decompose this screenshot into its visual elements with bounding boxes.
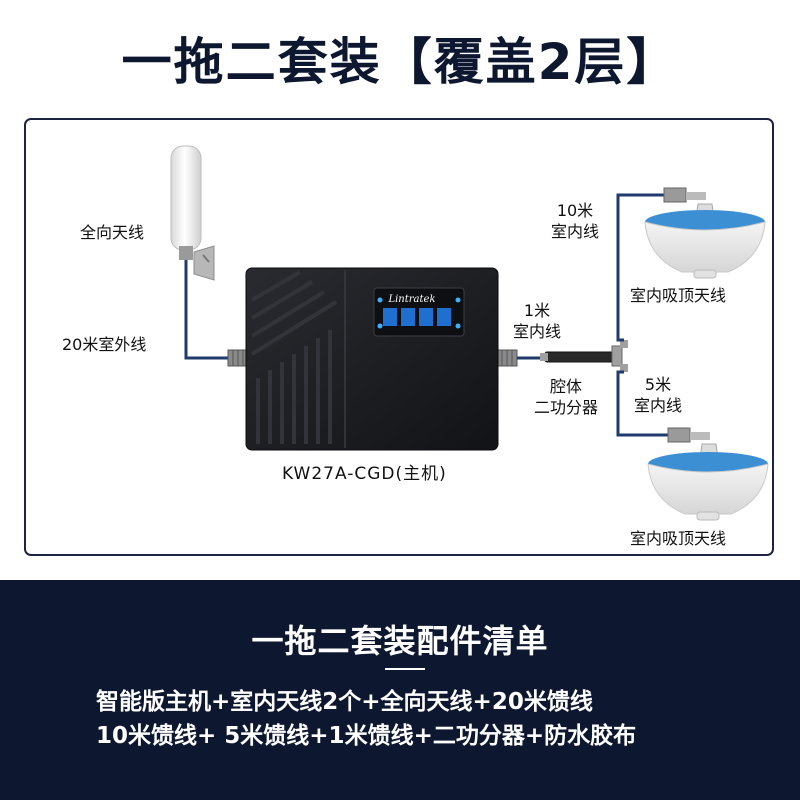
host-input-connector-icon (227, 349, 249, 367)
omni-antenna-icon (170, 145, 215, 281)
ceiling-antenna-top-icon (644, 187, 766, 279)
splitter-label: 腔体 二功分器 (533, 377, 598, 417)
short-cable-label: 1米 室内线 (512, 301, 561, 341)
omni-antenna-label: 全向天线 (80, 223, 145, 242)
ceiling-antenna-bottom-icon (647, 427, 769, 521)
page-title: 一拖二套装【覆盖2层】 (121, 33, 679, 91)
ceiling-antenna-bottom-label: 室内吸顶天线 (630, 529, 727, 548)
cable-5m (616, 370, 672, 437)
cable-10m-label: 10米 室内线 (550, 201, 599, 241)
host-brand-logo: Lintratek (387, 294, 435, 305)
host-unit-icon: Lintratek (245, 267, 499, 451)
accessories-panel (0, 580, 800, 800)
outdoor-cable (184, 260, 232, 360)
accessories-divider (385, 668, 425, 670)
accessories-heading: 一拖二套装配件清单 (251, 622, 549, 660)
cable-5m-label: 5米 室内线 (633, 375, 682, 415)
host-model-label: KW27A-CGD(主机) (282, 464, 447, 484)
cable-10m (616, 193, 668, 342)
ceiling-antenna-top-label: 室内吸顶天线 (630, 286, 727, 305)
splitter-icon (540, 340, 628, 372)
diagram-frame (24, 118, 774, 556)
host-output-connector-icon (496, 349, 518, 367)
outdoor-cable-label: 20米室外线 (62, 335, 147, 354)
accessories-line-2: 10米馈线+ 5米馈线+1米馈线+二功分器+防水胶布 (96, 723, 637, 749)
accessories-line-1: 智能版主机+室内天线2个+全向天线+20米馈线 (96, 689, 593, 715)
